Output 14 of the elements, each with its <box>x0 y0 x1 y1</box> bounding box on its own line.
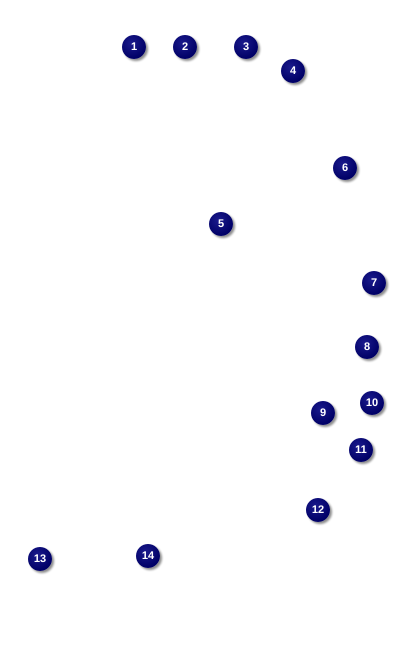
callout-number: 3 <box>234 35 258 59</box>
callout-number: 9 <box>311 401 335 425</box>
callout-number: 12 <box>306 498 330 522</box>
callout-number: 8 <box>355 335 379 359</box>
callout-number: 13 <box>28 547 52 571</box>
callout-number: 14 <box>136 544 160 568</box>
callout-number: 10 <box>360 391 384 415</box>
callout-number: 7 <box>362 271 386 295</box>
callout-number: 1 <box>122 35 146 59</box>
callout-number: 2 <box>173 35 197 59</box>
callout-number: 4 <box>281 59 305 83</box>
callout-number: 6 <box>333 156 357 180</box>
callout-number: 11 <box>349 438 373 462</box>
callout-number: 5 <box>209 212 233 236</box>
